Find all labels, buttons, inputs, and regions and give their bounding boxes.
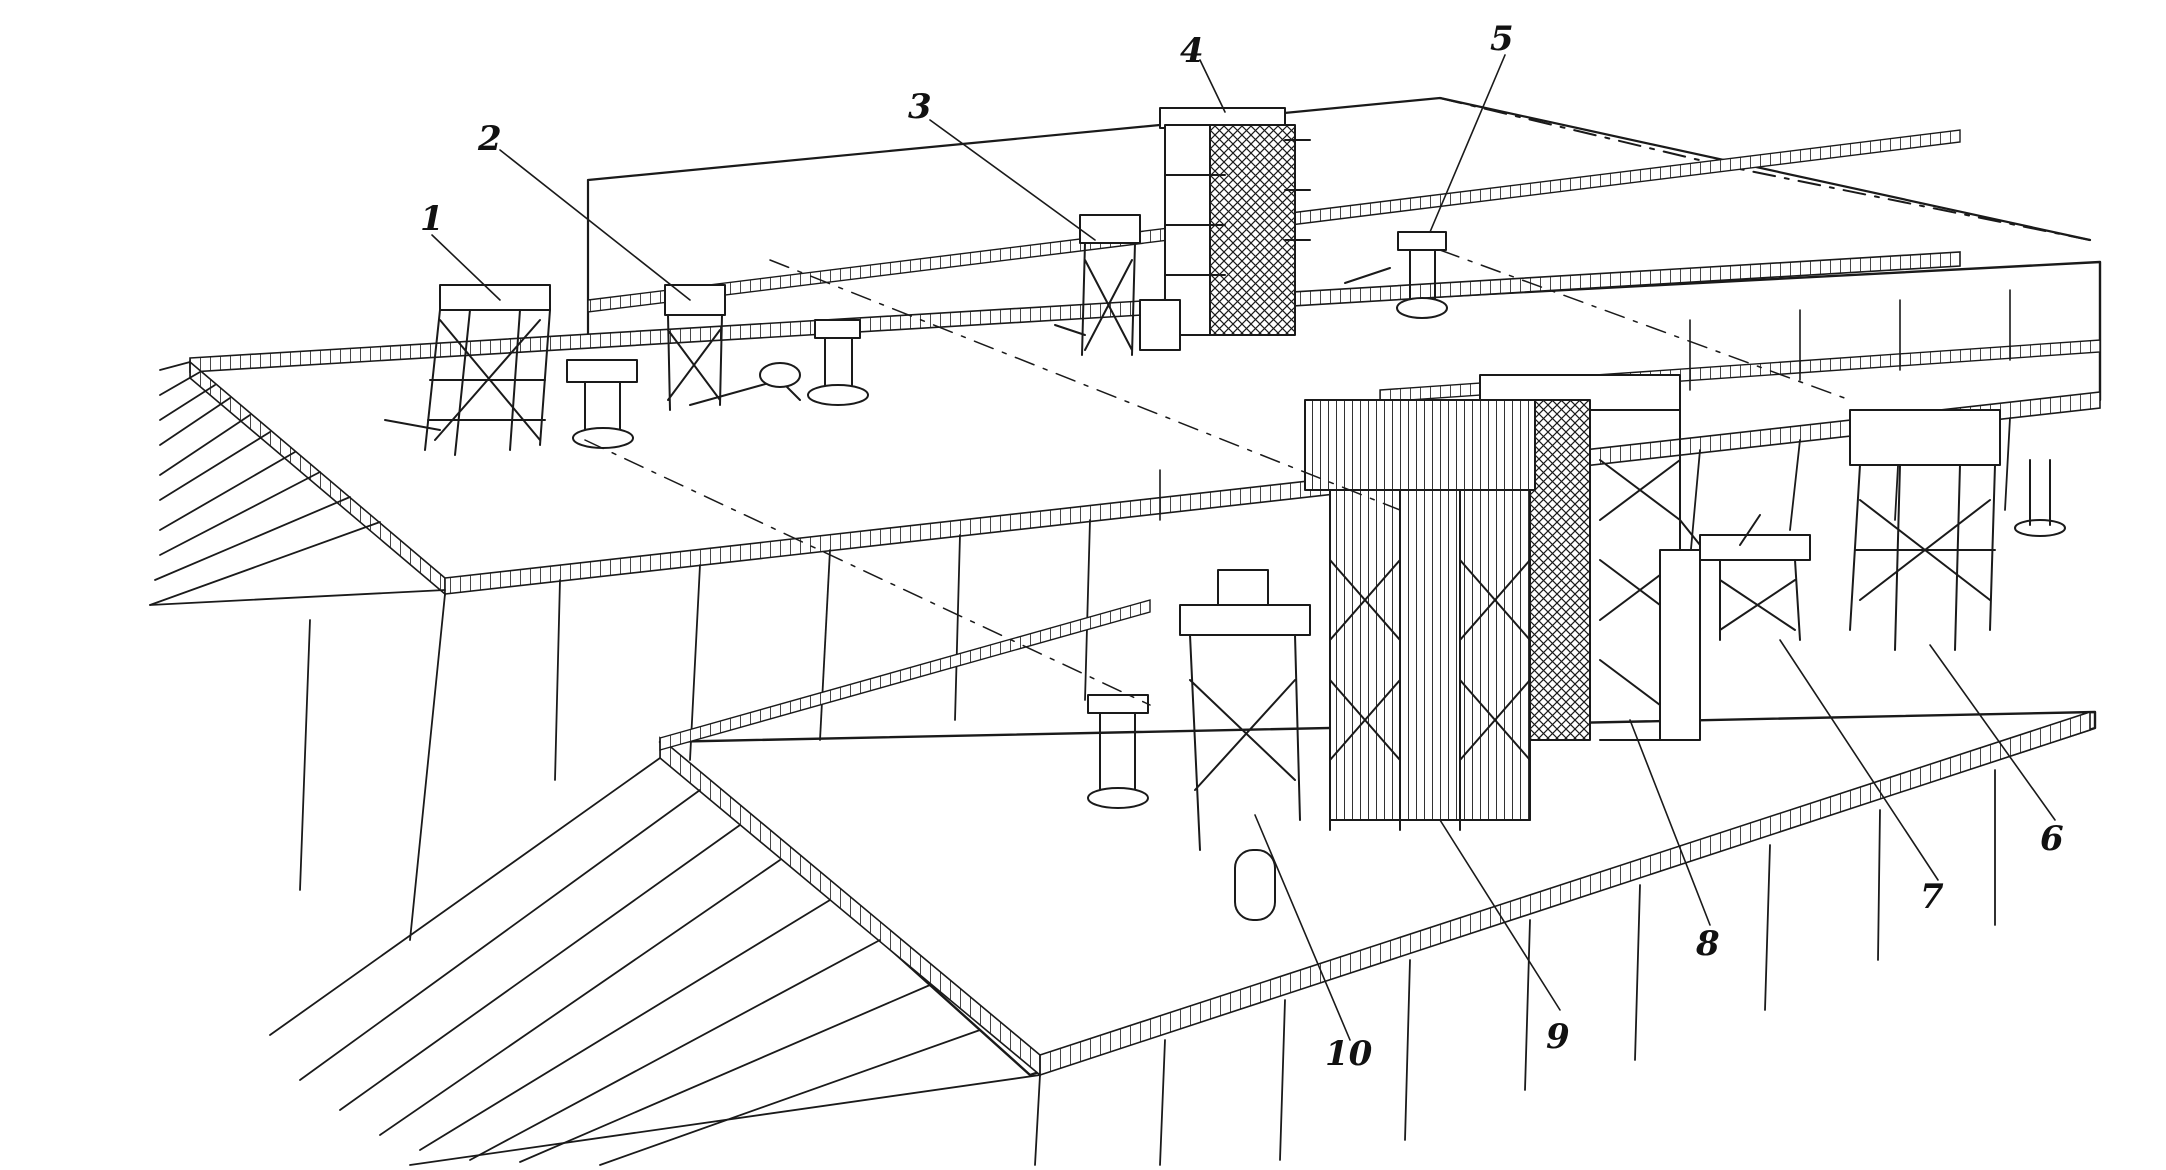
callout-2: 2	[477, 119, 502, 159]
tower-10	[1087, 569, 1311, 921]
column-pedestal	[566, 359, 638, 449]
tower-7	[1679, 514, 1811, 641]
tower-4	[1139, 107, 1311, 351]
lower-deck	[269, 599, 2097, 1166]
tower-2	[664, 284, 869, 411]
callout-leaders	[431, 54, 2056, 1041]
callout-4: 4	[1180, 31, 1204, 71]
callout-1: 1	[420, 199, 444, 239]
callout-6: 6	[2040, 819, 2064, 859]
callout-labels: 1 2 3 4 5 6 7 8 9 10	[420, 19, 2064, 1074]
tower-8	[1479, 374, 1701, 741]
tower-5	[1344, 231, 1448, 319]
callout-5: 5	[1490, 19, 1514, 59]
tower-9	[1304, 399, 1536, 831]
tower-6	[1849, 409, 2066, 651]
callout-9: 9	[1546, 1017, 1570, 1057]
dash-dot-lines	[584, 249, 1851, 706]
callout-7: 7	[1920, 877, 1944, 917]
callout-3: 3	[908, 87, 932, 127]
callout-10: 10	[1325, 1034, 1373, 1074]
tower-1	[384, 284, 551, 456]
tower-3	[1054, 214, 1141, 356]
callout-8: 8	[1695, 924, 1720, 964]
